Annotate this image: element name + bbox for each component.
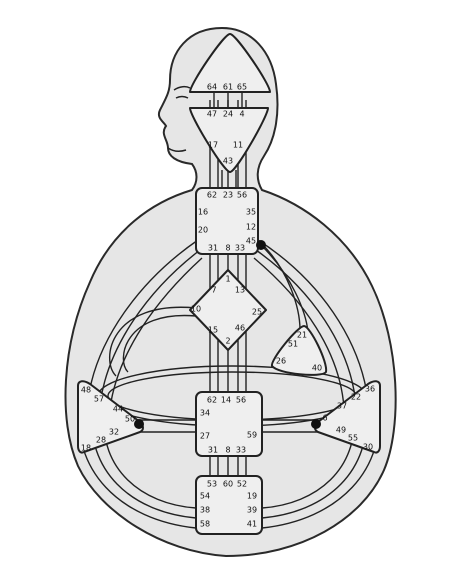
gate-label: 13 — [235, 286, 245, 295]
gate-label: 2 — [225, 337, 230, 346]
gate-label: 49 — [336, 426, 346, 435]
gate-label: 19 — [247, 492, 257, 501]
gate-label: 18 — [81, 444, 91, 453]
gate-label: 52 — [237, 480, 247, 489]
gate-label: 43 — [223, 157, 233, 166]
gate-label: 33 — [236, 446, 246, 455]
gate-label: 30 — [363, 443, 373, 452]
gate-label: 57 — [94, 395, 104, 404]
g-center — [189, 269, 267, 351]
gate-label: 20 — [198, 226, 208, 235]
gate-label: 39 — [247, 506, 257, 515]
gate-label: 53 — [207, 480, 217, 489]
gate-label: 41 — [247, 520, 257, 529]
gate-label: 62 — [207, 191, 217, 200]
gate-label: 4 — [239, 110, 244, 119]
gate-label: 14 — [221, 396, 231, 405]
eyebrow-detail — [173, 85, 191, 91]
gate-label: 31 — [208, 446, 218, 455]
gate-label: 58 — [200, 520, 210, 529]
gate-label: 21 — [297, 331, 307, 340]
sacral-center — [195, 391, 263, 457]
gate-label: 50 — [125, 415, 135, 424]
gate-label: 60 — [223, 480, 233, 489]
gate-label: 33 — [235, 244, 245, 253]
gate-label: 16 — [198, 208, 208, 217]
gate-label: 22 — [351, 393, 361, 402]
gate-label: 17 — [208, 141, 218, 150]
throat-center — [195, 187, 259, 255]
gate-label: 28 — [96, 436, 106, 445]
gate-label: 62 — [207, 396, 217, 405]
ego-center — [271, 325, 328, 376]
gate-label: 45 — [246, 237, 256, 246]
gate-label: 55 — [348, 434, 358, 443]
cheek-detail — [167, 147, 187, 153]
gate-label: 32 — [109, 428, 119, 437]
gate-label: 37 — [337, 402, 347, 411]
gate-label: 36 — [365, 385, 375, 394]
activation-dot — [256, 240, 266, 250]
gate-label: 64 — [207, 83, 217, 92]
activation-dot — [134, 419, 144, 429]
eye-detail — [175, 95, 189, 99]
gate-label: 23 — [223, 191, 233, 200]
spleen-center — [77, 380, 144, 454]
gate-label: 40 — [312, 364, 322, 373]
gate-label: 24 — [223, 110, 233, 119]
gate-label: 7 — [211, 286, 216, 295]
gate-label: 31 — [208, 244, 218, 253]
gate-label: 11 — [233, 141, 243, 150]
ajna-center — [189, 107, 269, 173]
activation-dot — [311, 419, 321, 429]
gate-label: 12 — [246, 223, 256, 232]
gate-label: 8 — [225, 244, 230, 253]
gate-label: 59 — [247, 431, 257, 440]
gate-label: 48 — [81, 386, 91, 395]
gate-label: 6 — [322, 414, 327, 423]
gate-label: 15 — [208, 326, 218, 335]
gate-label: 25 — [252, 308, 262, 317]
gate-label: 54 — [200, 492, 210, 501]
gate-label: 65 — [237, 83, 247, 92]
gate-label: 61 — [223, 83, 233, 92]
gate-label: 1 — [225, 275, 230, 284]
root-center — [195, 475, 263, 535]
gate-label: 51 — [288, 340, 298, 349]
gate-label: 34 — [200, 409, 210, 418]
head-center — [189, 33, 271, 93]
gate-label: 56 — [237, 191, 247, 200]
gate-label: 46 — [235, 324, 245, 333]
gate-label: 38 — [200, 506, 210, 515]
gate-label: 35 — [246, 208, 256, 217]
gate-label: 47 — [207, 110, 217, 119]
gate-label: 8 — [225, 446, 230, 455]
gate-label: 56 — [236, 396, 246, 405]
gate-label: 10 — [191, 305, 201, 314]
gate-label: 27 — [200, 432, 210, 441]
gate-label: 44 — [113, 405, 123, 414]
gate-label: 26 — [276, 357, 286, 366]
